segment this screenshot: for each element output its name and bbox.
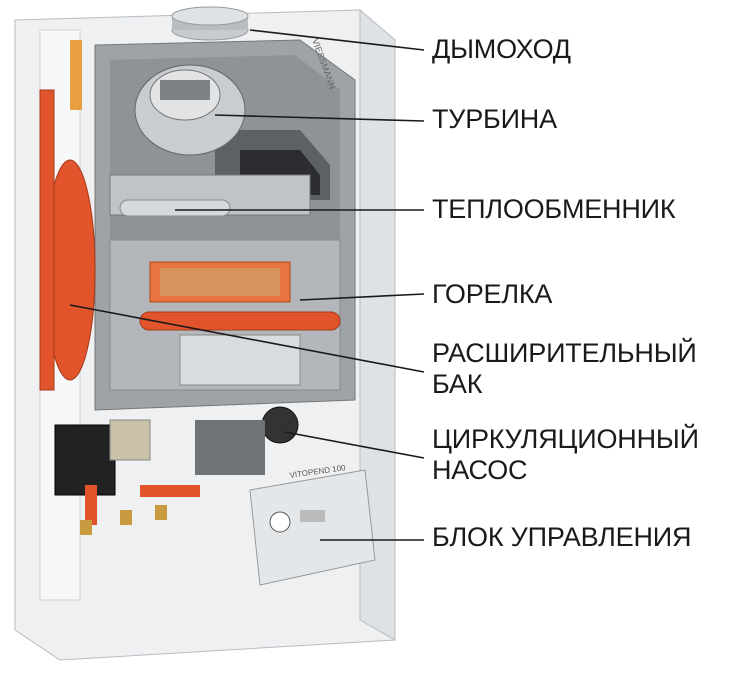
label-text: ЦИРКУЛЯЦИОННЫЙ	[432, 424, 699, 454]
label-control-unit: БЛОК УПРАВЛЕНИЯ	[432, 522, 691, 553]
label-text: БЛОК УПРАВЛЕНИЯ	[432, 522, 692, 552]
label-text: ДЫМОХОД	[432, 34, 571, 64]
lower-section	[54, 406, 299, 535]
label-text: БАК	[432, 369, 483, 399]
label-text: РАСШИРИТЕЛЬНЫЙ	[432, 338, 697, 368]
leader-expansion-tank	[69, 304, 425, 373]
burner-part	[139, 261, 341, 386]
chimney-part	[171, 6, 249, 41]
leader-turbine	[214, 114, 425, 122]
label-text: НАСОС	[432, 455, 528, 485]
label-heat-exchanger: ТЕПЛООБМЕННИК	[432, 194, 676, 225]
label-text: ГОРЕЛКА	[432, 279, 553, 309]
leader-burner	[299, 293, 425, 301]
heat-exchanger-part	[109, 174, 311, 217]
expansion-tank-part	[39, 40, 96, 391]
leader-circulation-pump	[284, 431, 425, 459]
label-text: ТУРБИНА	[432, 104, 557, 134]
label-burner: ГОРЕЛКА	[432, 279, 552, 310]
leader-chimney	[249, 29, 425, 51]
label-turbine: ТУРБИНА	[432, 104, 557, 135]
leader-lines	[69, 29, 425, 541]
label-text: ТЕПЛООБМЕННИК	[432, 194, 676, 224]
turbine-part	[134, 64, 246, 156]
label-chimney: ДЫМОХОД	[432, 34, 571, 65]
